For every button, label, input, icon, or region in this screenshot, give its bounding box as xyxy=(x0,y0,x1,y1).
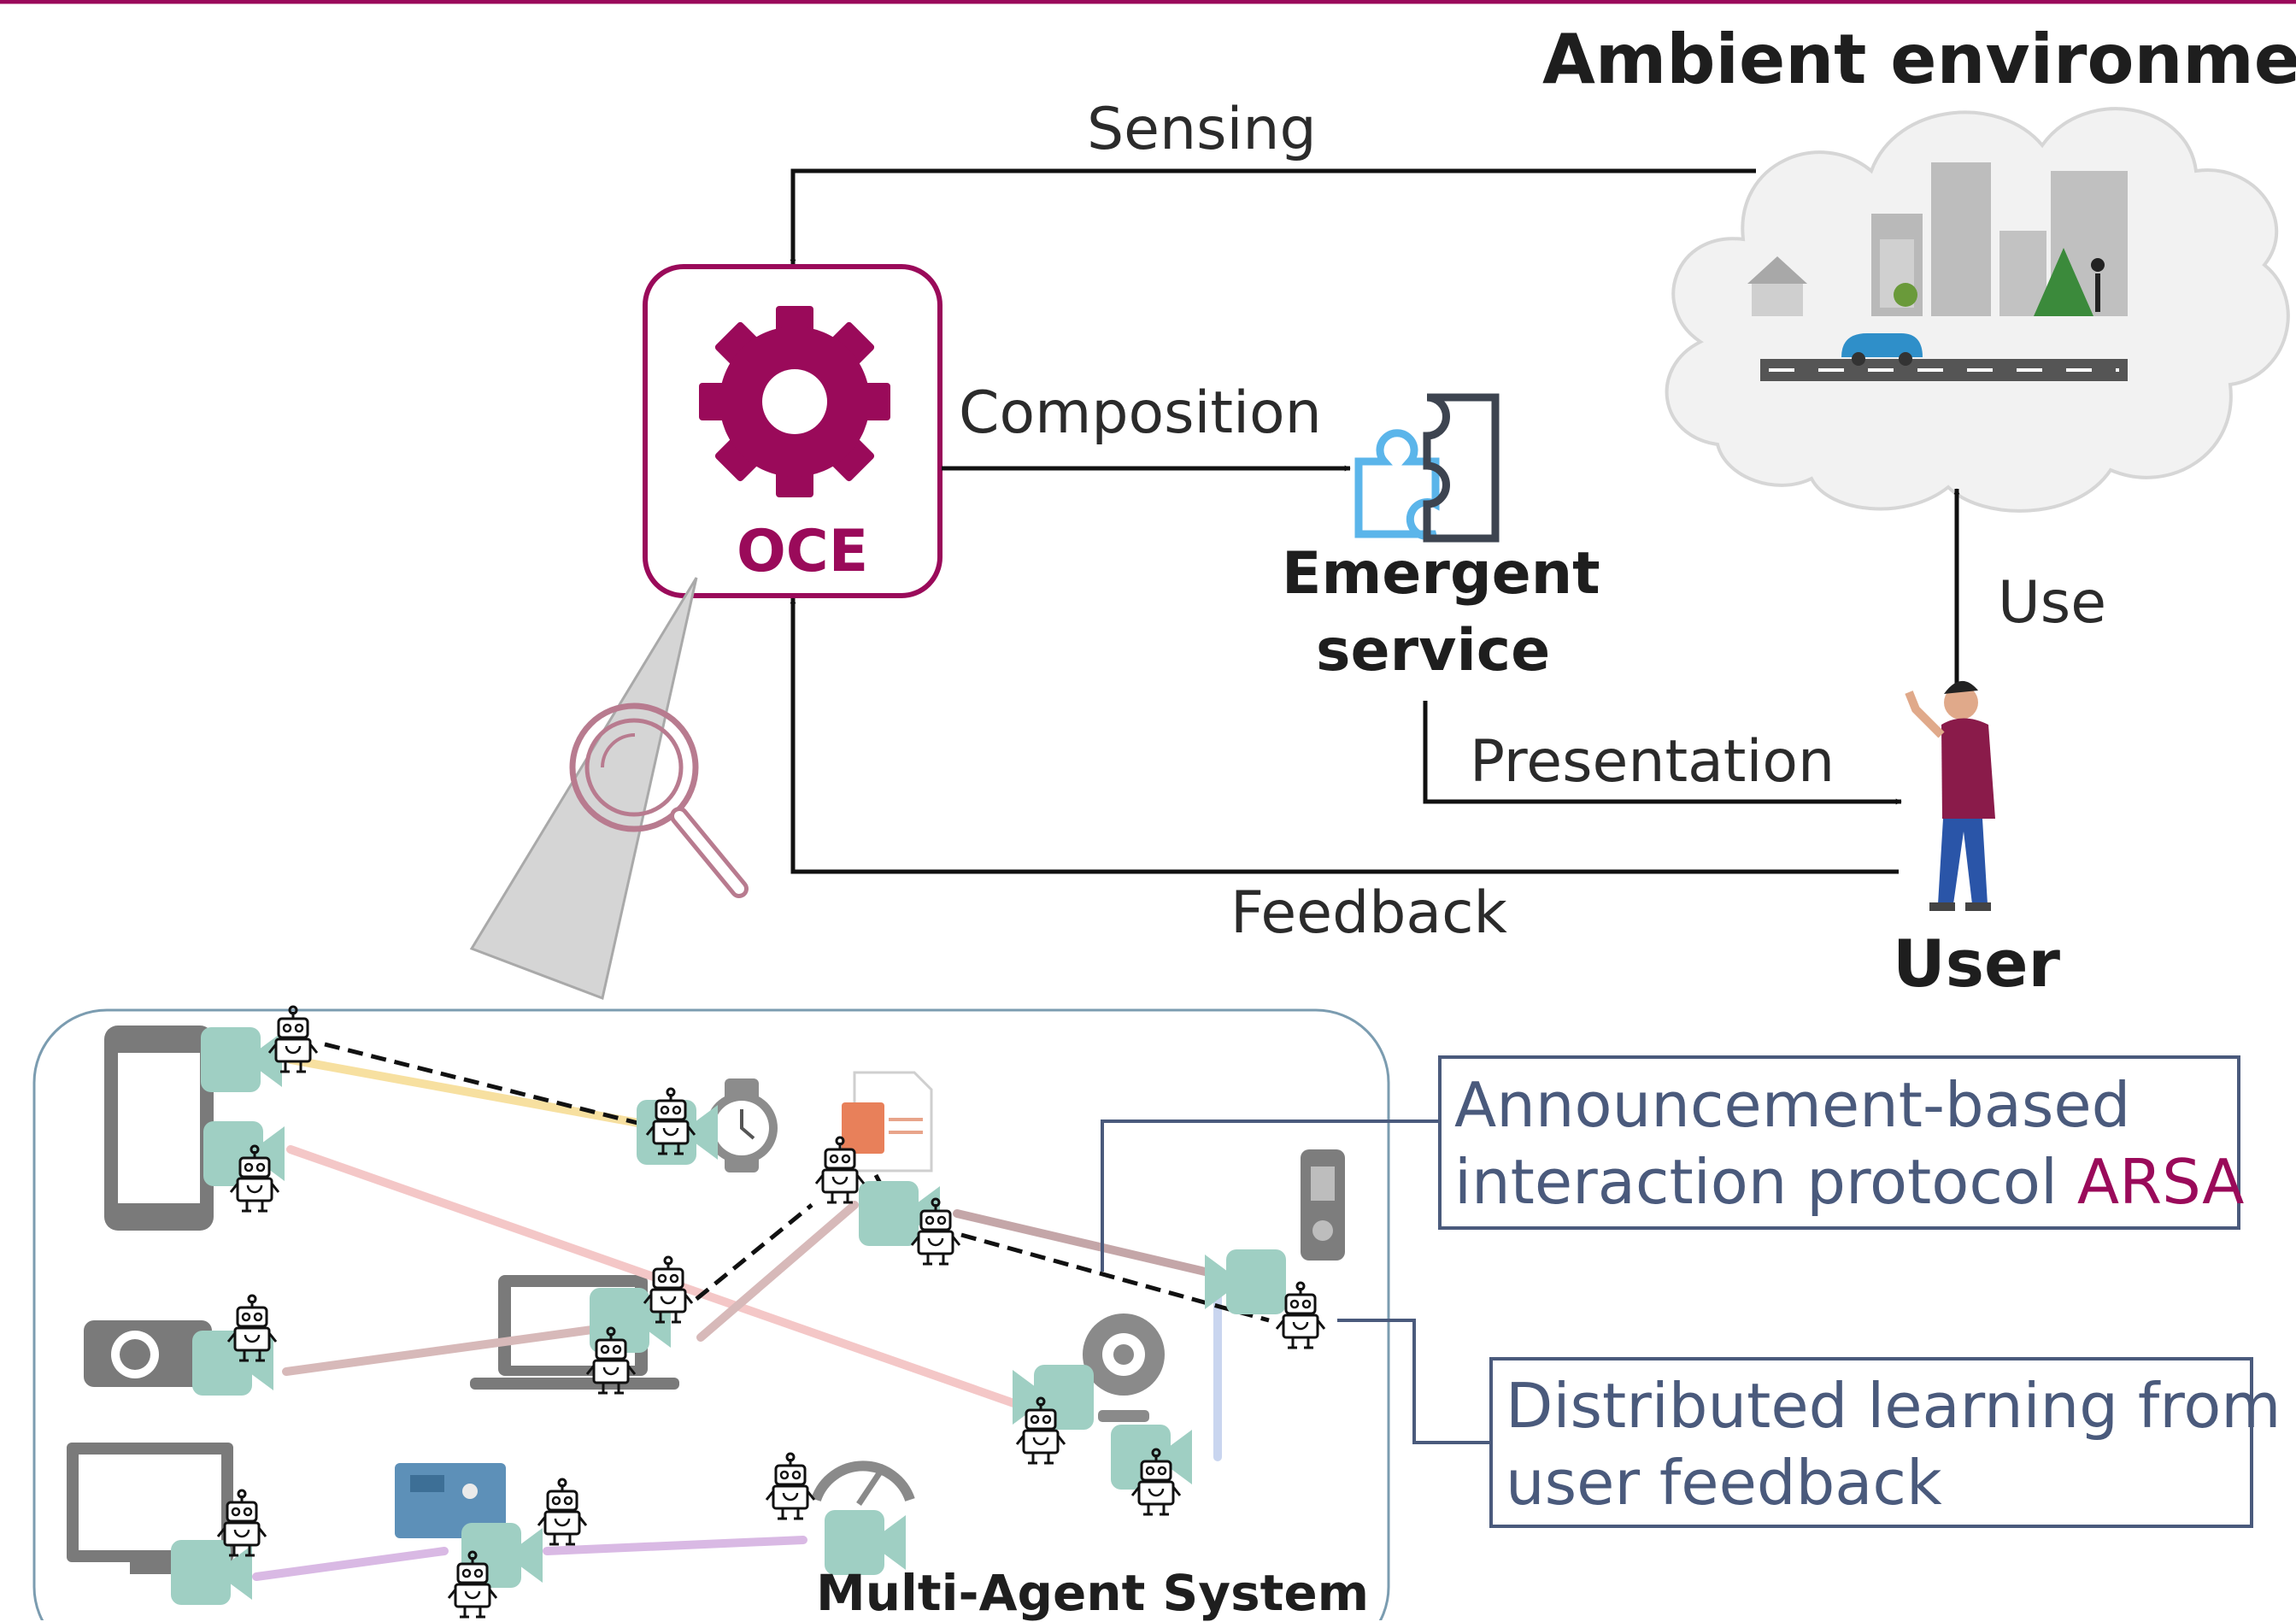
composition-label: Composition xyxy=(959,379,1322,447)
magnifier-beam xyxy=(469,577,698,1001)
document-icon xyxy=(842,1071,933,1172)
arsa-callout-text: Announcement-based interaction protocol … xyxy=(1454,1067,2244,1220)
puzzle-icon xyxy=(1354,393,1500,543)
arduino-icon xyxy=(395,1463,506,1538)
arsa-line1: Announcement-based xyxy=(1454,1069,2131,1141)
emergent-service-line2: service xyxy=(1316,617,1551,685)
magnifier-icon xyxy=(569,702,749,898)
learning-line2: user feedback xyxy=(1506,1447,1942,1519)
ambient-label: Ambient environment xyxy=(1542,20,2296,99)
learning-line1: Distributed learning from xyxy=(1506,1370,2281,1442)
learning-connector xyxy=(1337,1319,1491,1444)
emergent-service-line1: Emergent xyxy=(1282,540,1600,608)
feedback-label: Feedback xyxy=(1230,879,1507,947)
projector-icon xyxy=(84,1320,212,1387)
user-figure-icon xyxy=(1905,680,1995,911)
arsa-line2: interaction protocol ARSA xyxy=(1454,1143,2244,1220)
remote-icon xyxy=(1301,1149,1345,1261)
arsa-connector xyxy=(1101,1120,1440,1272)
webcam-icon xyxy=(1083,1313,1165,1422)
smartphone-icon xyxy=(104,1026,214,1231)
learning-callout-box xyxy=(1489,1357,2253,1528)
mas-container xyxy=(32,1008,1390,1620)
oce-label: OCE xyxy=(737,518,869,585)
gauge-icon xyxy=(811,1460,915,1506)
mas-label: Multi-Agent System xyxy=(816,1564,1370,1622)
use-label: Use xyxy=(1998,569,2107,637)
monitor-icon xyxy=(67,1443,233,1574)
watch-icon xyxy=(706,1078,778,1172)
cloud-city-icon xyxy=(1665,107,2290,513)
presentation-arrow xyxy=(1423,701,1902,805)
gear-icon xyxy=(699,306,890,497)
arsa-line2-prefix: interaction protocol xyxy=(1454,1146,2077,1218)
user-label: User xyxy=(1893,926,2060,1002)
sensing-arrow xyxy=(790,168,1756,266)
learning-callout-text: Distributed learning from user feedback xyxy=(1506,1367,2281,1521)
arsa-accent: ARSA xyxy=(2076,1146,2245,1218)
sensing-label: Sensing xyxy=(1087,96,1317,163)
feedback-arrow xyxy=(790,597,1899,874)
arsa-callout-box xyxy=(1438,1055,2240,1230)
presentation-label: Presentation xyxy=(1470,728,1835,796)
